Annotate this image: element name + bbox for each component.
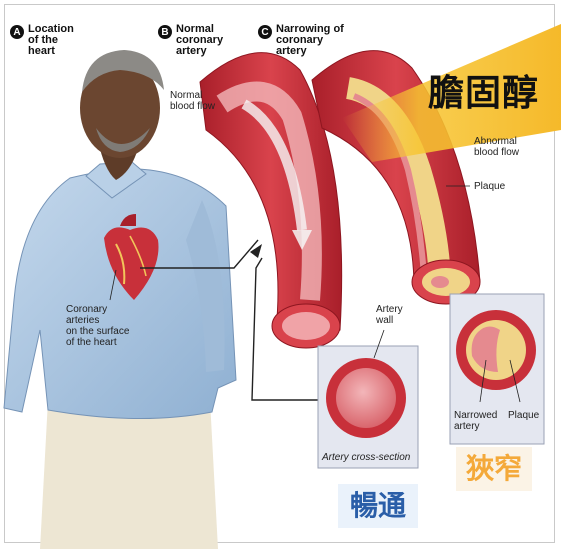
normal-cross-section-box xyxy=(318,330,418,468)
plaque-label: Plaque xyxy=(474,181,505,192)
panel-a-badge: A xyxy=(10,25,24,39)
narrow-label: 狹窄 xyxy=(456,447,532,491)
plaque-cross-section-label: Plaque xyxy=(508,410,539,421)
cholesterol-title: 膽固醇 xyxy=(428,64,539,116)
normal-blood-flow-label: Normal blood flow xyxy=(170,90,215,112)
coronary-arteries-label: Coronary arteries on the surface of the … xyxy=(66,304,129,348)
panel-b-heading: B Normal coronary artery xyxy=(158,24,223,57)
panel-a-title: Location of the heart xyxy=(28,24,74,57)
panel-b-badge: B xyxy=(158,25,172,39)
artery-cross-section-label: Artery cross-section xyxy=(322,452,410,463)
panel-c-badge: C xyxy=(258,25,272,39)
panel-b-title: Normal coronary artery xyxy=(176,24,223,57)
panel-c-title: Narrowing of coronary artery xyxy=(276,24,344,57)
unobstructed-label: 暢通 xyxy=(338,484,418,528)
abnormal-blood-flow-label: Abnormal blood flow xyxy=(474,136,519,158)
panel-c-heading: C Narrowing of coronary artery xyxy=(258,24,344,57)
panel-a-heading: A Location of the heart xyxy=(10,24,74,57)
artery-wall-label: Artery wall xyxy=(376,304,403,326)
narrowed-artery-label: Narrowed artery xyxy=(454,410,497,432)
trousers xyxy=(40,400,218,549)
